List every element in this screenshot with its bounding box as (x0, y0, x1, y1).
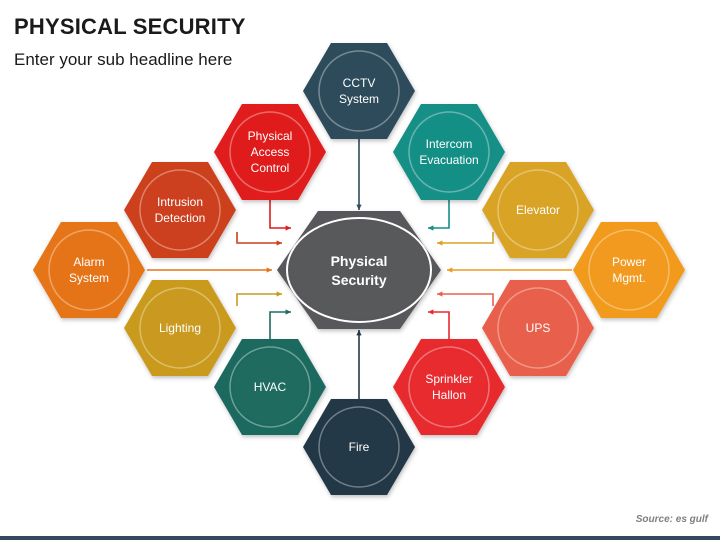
node-label: Power (612, 255, 646, 269)
connector-group (147, 137, 572, 401)
connector-intrusion (236, 232, 282, 244)
node-ups: UPS (482, 280, 594, 376)
center-ring (286, 217, 432, 323)
node-label: Evacuation (419, 153, 478, 167)
node-label: Physical (248, 129, 293, 143)
connector-ups (437, 293, 494, 306)
arrowhead-hvac (285, 309, 291, 315)
node-circle (322, 410, 396, 484)
node-ring (588, 229, 670, 311)
node-circle (233, 115, 307, 189)
node-label: Hallon (432, 388, 466, 402)
node-circle (592, 233, 666, 307)
node-circle (52, 233, 126, 307)
node-label: HVAC (254, 380, 287, 394)
arrowhead-elevator (437, 240, 443, 246)
node-label: Lighting (159, 321, 201, 335)
arrowhead-power (447, 267, 453, 273)
node-label: Sprinkler (425, 372, 472, 386)
node-circle (501, 173, 575, 247)
node-lighting: Lighting (124, 280, 236, 376)
node-circle (412, 350, 486, 424)
connector-intercom (428, 195, 450, 229)
arrowhead-lighting (276, 291, 282, 297)
node-ring (318, 50, 400, 132)
connector-elevator (437, 232, 494, 244)
node-label: Intrusion (157, 195, 203, 209)
node-ring (139, 287, 221, 369)
arrowhead-intrusion (276, 240, 282, 246)
connector-hvac (269, 311, 291, 344)
node-label: Mgmt. (612, 271, 645, 285)
connector-sprinkler (428, 311, 450, 344)
node-label: Access (251, 145, 290, 159)
node-label: Detection (155, 211, 206, 225)
node-circle (233, 350, 307, 424)
node-circle (501, 291, 575, 365)
node-ring (48, 229, 130, 311)
node-label: Alarm (73, 255, 104, 269)
connector-access (269, 195, 291, 229)
node-label: Control (251, 161, 290, 175)
node-hvac: HVAC (214, 339, 326, 435)
arrowhead-intercom (428, 225, 434, 231)
node-label: UPS (526, 321, 551, 335)
connector-lighting (236, 293, 282, 306)
node-ring (229, 111, 311, 193)
arrowhead-access (285, 225, 291, 231)
node-circle (412, 115, 486, 189)
node-label: Intercom (426, 137, 473, 151)
arrowhead-sprinkler (428, 309, 434, 315)
node-fire: Fire (303, 399, 415, 495)
center-label: Physical (331, 253, 388, 269)
node-ring (229, 346, 311, 428)
node-circle (143, 291, 217, 365)
page-subtitle: Enter your sub headline here (14, 50, 233, 69)
node-group: CCTVSystemIntercomEvacuationElevatorPowe… (33, 43, 685, 495)
arrowhead-alarm (266, 267, 272, 273)
node-label: CCTV (343, 76, 376, 90)
node-cctv: CCTV System (303, 43, 415, 139)
node-ring (497, 287, 579, 369)
node-label: System (69, 271, 109, 285)
node-elevator: Elevator (482, 162, 594, 258)
arrowhead-fire (356, 330, 362, 336)
node-ring (139, 169, 221, 251)
node-ring (408, 346, 490, 428)
node-ring (497, 169, 579, 251)
node-circle (322, 54, 396, 128)
node-label: Fire (349, 440, 370, 454)
node-label: System (339, 92, 379, 106)
node-label: Elevator (516, 203, 560, 217)
arrowhead-ups (437, 291, 443, 297)
node-ring (318, 406, 400, 488)
source-note: Source: es gulf (635, 514, 708, 525)
arrowhead-cctv (356, 204, 362, 210)
page-title: PHYSICAL SECURITY (14, 14, 246, 39)
center-label: Security (331, 272, 386, 288)
center-ellipse (291, 222, 427, 318)
node-circle (143, 173, 217, 247)
node-ring (408, 111, 490, 193)
bottom-bar (0, 536, 720, 540)
